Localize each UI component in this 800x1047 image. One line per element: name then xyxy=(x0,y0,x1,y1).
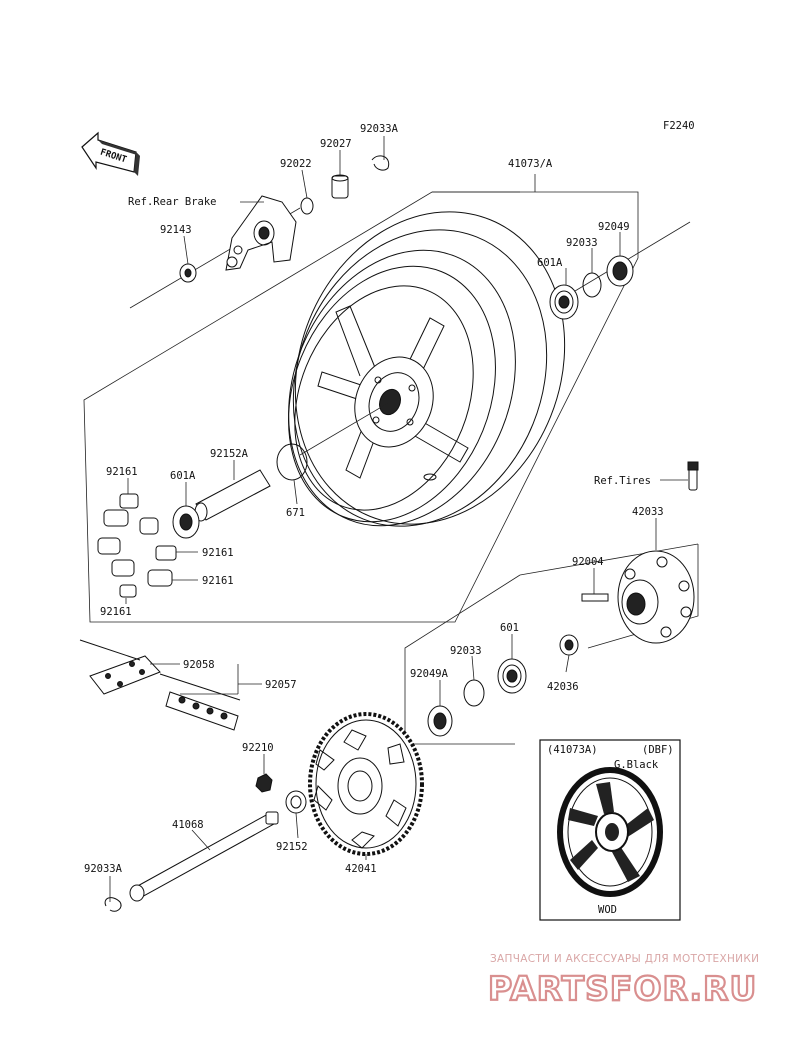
circlip-92033-mid xyxy=(463,679,485,707)
hub-frame xyxy=(379,543,699,749)
label-601A-left: 601A xyxy=(170,470,196,482)
label-671: 671 xyxy=(286,507,305,519)
label-92161-a: 92161 xyxy=(106,466,138,478)
label-92058: 92058 xyxy=(183,659,215,671)
axle-41068 xyxy=(129,811,279,902)
label-92027: 92027 xyxy=(320,138,352,150)
drive-chain xyxy=(79,639,241,731)
label-92033-right: 92033 xyxy=(566,237,598,249)
label-92161-b: 92161 xyxy=(202,547,234,559)
spacer-92152A xyxy=(194,469,271,522)
label-601: 601 xyxy=(500,622,519,634)
label-92004: 92004 xyxy=(572,556,604,568)
watermark-logo: PARTSFOR.RU xyxy=(488,969,757,1008)
inset-variant-label: (DBF) xyxy=(642,744,674,756)
label-92049A: 92049A xyxy=(410,668,449,680)
bearing-601A-right xyxy=(549,284,579,320)
o-ring-671 xyxy=(276,443,308,481)
label-601A-right: 601A xyxy=(537,257,563,269)
collar-92027 xyxy=(331,174,349,199)
inset-code-label: WOD xyxy=(598,904,617,916)
bearing-601 xyxy=(497,658,527,694)
label-41073A: 41073/A xyxy=(508,158,553,170)
label-92152: 92152 xyxy=(276,841,308,853)
inset-color-label: G.Black xyxy=(614,759,659,771)
label-ref-tires: Ref.Tires xyxy=(594,475,651,487)
collar-92152 xyxy=(285,790,307,814)
oil-seal-92049A xyxy=(427,705,453,737)
label-ref-rear-brake: Ref.Rear Brake xyxy=(128,196,217,208)
caliper-bracket xyxy=(179,195,297,283)
label-92033A-top: 92033A xyxy=(360,123,399,135)
label-42033: 42033 xyxy=(632,506,664,518)
inset-part-label: (41073A) xyxy=(547,744,598,756)
label-42041: 42041 xyxy=(345,863,377,875)
washer-92022 xyxy=(300,197,314,215)
sprocket-hub-42033 xyxy=(617,550,695,644)
label-92022: 92022 xyxy=(280,158,312,170)
circlip-92033A-top xyxy=(371,155,390,171)
circlip-92033A-bottom xyxy=(104,897,122,912)
inset-wheel xyxy=(557,767,663,897)
label-92057: 92057 xyxy=(265,679,297,691)
label-92210: 92210 xyxy=(242,742,274,754)
label-92049: 92049 xyxy=(598,221,630,233)
label-42036: 42036 xyxy=(547,681,579,693)
front-arrow-icon: FRONT xyxy=(81,131,140,176)
label-92161-d: 92161 xyxy=(100,606,132,618)
label-92152A: 92152A xyxy=(210,448,249,460)
label-41068: 41068 xyxy=(172,819,204,831)
rear-wheel-rim xyxy=(288,211,566,527)
color-variant-inset xyxy=(539,739,681,921)
label-92033A-bottom: 92033A xyxy=(84,863,123,875)
rear-sprocket-42041 xyxy=(308,712,424,856)
tire-valve xyxy=(687,461,699,491)
label-92033-mid: 92033 xyxy=(450,645,482,657)
collar-42036 xyxy=(559,634,579,656)
oil-seal-92049 xyxy=(606,255,634,287)
leader-lines xyxy=(109,136,688,902)
bearing-601A-left xyxy=(172,505,200,539)
watermark-tagline: ЗАПЧАСТИ И АКСЕССУАРЫ ДЛЯ МОТОТЕХНИКИ xyxy=(490,953,759,965)
label-92161-c: 92161 xyxy=(202,575,234,587)
label-92143: 92143 xyxy=(160,224,192,236)
nut-92210 xyxy=(255,773,273,793)
damper-92161 xyxy=(97,493,177,598)
figure-code: F2240 xyxy=(663,120,695,132)
stud-92004 xyxy=(581,593,609,602)
